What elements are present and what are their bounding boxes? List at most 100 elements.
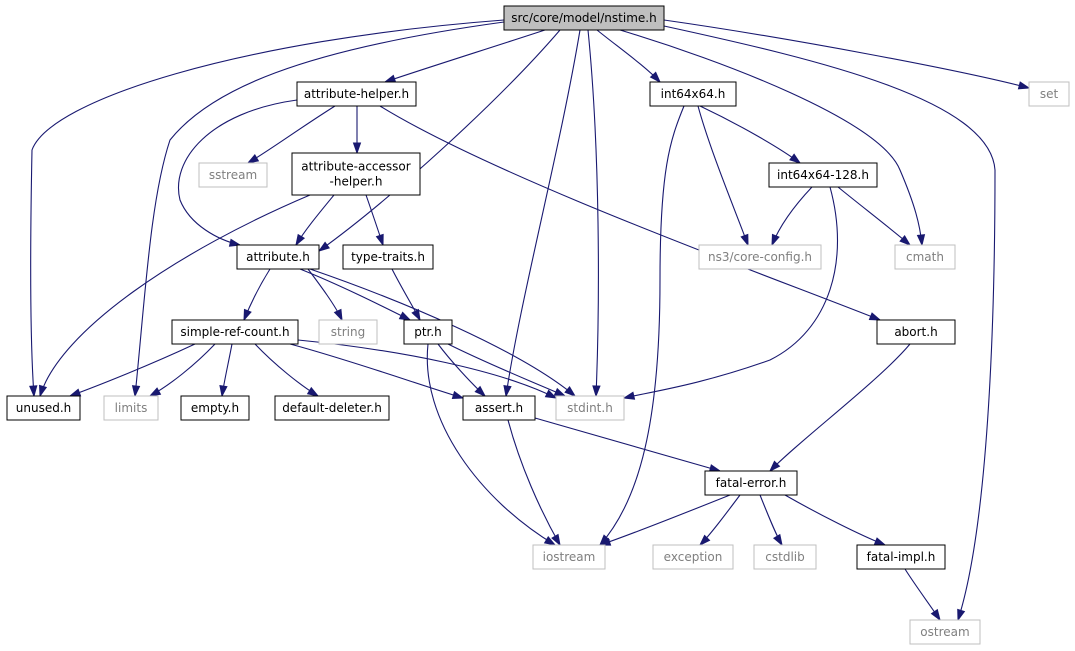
node-label: attribute-helper.h: [304, 87, 409, 101]
node-box: [103, 395, 159, 421]
arrowhead: [649, 71, 662, 84]
edge-attribute-accessor-helper-to-attribute: [295, 194, 335, 247]
node-simple-ref-count[interactable]: simple-ref-count.h: [171, 319, 299, 345]
arrowhead: [333, 308, 343, 322]
node-limits: limits: [103, 395, 159, 421]
node-box: [318, 319, 378, 345]
node-box: [876, 319, 956, 345]
node-label: int64x64.h: [661, 87, 726, 101]
edge-nstime-to-unused: [29, 19, 505, 398]
node-box: [291, 152, 421, 196]
node-label: cmath: [906, 250, 944, 264]
edge-simple-ref-count-to-empty: [219, 343, 233, 398]
arrowhead: [411, 308, 421, 322]
node-box: [1028, 81, 1070, 107]
arrowhead: [740, 233, 749, 247]
node-label: simple-ref-count.h: [180, 325, 289, 339]
node-label: fatal-impl.h: [867, 550, 936, 564]
edges-layer: [29, 19, 1031, 622]
node-default-deleter[interactable]: default-deleter.h: [274, 395, 390, 421]
arrowhead: [375, 233, 384, 247]
node-label: type-traits.h: [351, 250, 425, 264]
node-set: set: [1028, 81, 1070, 107]
arrowhead: [768, 460, 781, 473]
arrowhead: [916, 234, 926, 247]
arrowhead: [131, 385, 141, 398]
arrowhead: [771, 233, 780, 247]
edge-attribute-to-stdint: [309, 268, 577, 397]
edge-int64x64-128-to-stdint: [622, 186, 839, 400]
arrowhead: [228, 238, 242, 247]
arrowhead: [564, 386, 577, 397]
node-int64x64[interactable]: int64x64.h: [649, 81, 737, 107]
arrowhead: [622, 391, 636, 400]
node-abort[interactable]: abort.h: [876, 319, 956, 345]
arrowhead: [352, 142, 362, 155]
node-label: abort.h: [894, 325, 937, 339]
arrowhead: [698, 534, 711, 547]
edge-int64x64-to-iostream: [598, 105, 685, 547]
node-label: attribute-accessor: [301, 160, 410, 174]
node-label: fatal-error.h: [716, 476, 787, 490]
arrowhead: [306, 386, 320, 397]
edge-nstime-to-ostream: [663, 25, 996, 622]
node-label: ns3/core-config.h: [708, 250, 812, 264]
arrowhead: [551, 533, 561, 547]
edge-attribute-to-ptr: [299, 268, 412, 321]
node-assert[interactable]: assert.h: [462, 395, 536, 421]
edge-int64x64-to-core-config: [697, 105, 749, 247]
node-label: unused.h: [16, 401, 72, 415]
arrowhead: [68, 388, 82, 397]
edge-fatal-error-to-iostream: [598, 494, 731, 546]
node-ptr[interactable]: ptr.h: [403, 319, 453, 345]
edge-int64x64-128-to-cmath: [837, 186, 912, 246]
edge-int64x64-to-int64x64-128: [699, 105, 802, 164]
edge-nstime-to-int64x64: [596, 29, 662, 84]
node-attribute-accessor-helper[interactable]: attribute-accessor-helper.h: [291, 152, 421, 196]
node-label: int64x64-128.h: [777, 168, 869, 182]
edge-fatal-error-to-cstdlib: [759, 494, 783, 547]
node-label: stdint.h: [567, 401, 613, 415]
edge-nstime-to-stdint: [587, 29, 601, 398]
edge-nstime-to-limits: [131, 21, 505, 398]
edge-nstime-to-attribute: [317, 29, 561, 252]
node-exception: exception: [652, 544, 734, 570]
node-nstime[interactable]: src/core/model/nstime.h: [503, 5, 665, 31]
node-ostream: ostream: [909, 619, 981, 645]
node-unused[interactable]: unused.h: [6, 395, 81, 421]
arrowhead: [39, 384, 48, 398]
node-box: [856, 544, 946, 570]
node-box: [403, 319, 453, 345]
arrowhead: [553, 387, 567, 397]
node-box: [198, 162, 268, 188]
arrowhead: [868, 312, 882, 321]
node-box: [462, 395, 536, 421]
edge-simple-ref-count-to-assert: [289, 343, 465, 399]
arrowhead: [789, 153, 802, 164]
node-attribute-helper[interactable]: attribute-helper.h: [296, 81, 417, 107]
arrowhead: [29, 385, 38, 398]
arrowhead: [873, 537, 887, 546]
edge-nstime-to-set: [663, 19, 1031, 90]
node-fatal-error[interactable]: fatal-error.h: [704, 470, 798, 496]
arrowhead: [148, 387, 162, 397]
edge-nstime-to-assert: [503, 29, 581, 398]
edge-type-traits-to-ptr: [391, 268, 421, 322]
node-cmath: cmath: [894, 244, 956, 270]
node-label: empty.h: [191, 401, 239, 415]
node-label: cstdlib: [765, 550, 804, 564]
edge-simple-ref-count-to-unused: [68, 343, 196, 397]
node-attribute[interactable]: attribute.h: [236, 244, 320, 270]
arrowhead: [295, 233, 306, 247]
node-empty[interactable]: empty.h: [180, 395, 250, 421]
node-box: [6, 395, 81, 421]
node-box: [704, 470, 798, 496]
node-int64x64-128[interactable]: int64x64-128.h: [768, 162, 878, 188]
arrowhead: [451, 390, 465, 399]
node-type-traits[interactable]: type-traits.h: [342, 244, 434, 270]
node-box: [274, 395, 390, 421]
node-box: [503, 5, 665, 31]
edge-simple-ref-count-to-limits: [148, 343, 216, 397]
node-fatal-impl[interactable]: fatal-impl.h: [856, 544, 946, 570]
